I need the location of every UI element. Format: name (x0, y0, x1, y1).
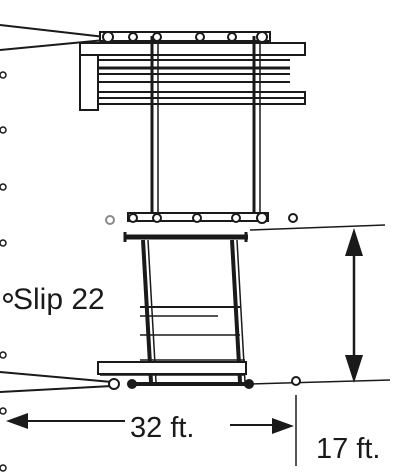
pile-icon (244, 379, 254, 389)
pile-icon (231, 213, 241, 223)
pile-icon (127, 379, 137, 389)
pile-icon (3, 293, 13, 303)
arrow-right-icon (272, 418, 294, 434)
width-dimension-label: 32 ft. (130, 412, 195, 444)
left-edge-piles (0, 71, 7, 472)
pile-icon (102, 31, 114, 43)
pile-icon (195, 32, 205, 42)
arrow-up-icon (345, 228, 363, 256)
pile-icon (288, 213, 298, 223)
pile-icon (192, 213, 202, 223)
height-dimension-label: 17 ft. (316, 433, 381, 465)
slip-22 (0, 224, 391, 393)
pile-icon (128, 213, 138, 223)
pile-icon (152, 213, 162, 223)
slip-label: Slip 22 (13, 283, 105, 316)
arrow-down-icon (345, 355, 363, 383)
upper-slip (0, 24, 306, 222)
pile-icon (152, 32, 162, 42)
pile-icon (108, 378, 120, 390)
pile-icon (227, 32, 237, 42)
height-dimension (345, 228, 363, 383)
lower-piles (3, 293, 301, 390)
pile-icon (128, 32, 138, 42)
pile-icon (105, 215, 115, 225)
arrow-left-icon (6, 413, 28, 429)
width-dimension (6, 395, 297, 466)
pile-icon (291, 376, 301, 386)
pile-icon (256, 31, 268, 43)
pile-icon (256, 212, 268, 224)
upper-piles (102, 31, 298, 225)
